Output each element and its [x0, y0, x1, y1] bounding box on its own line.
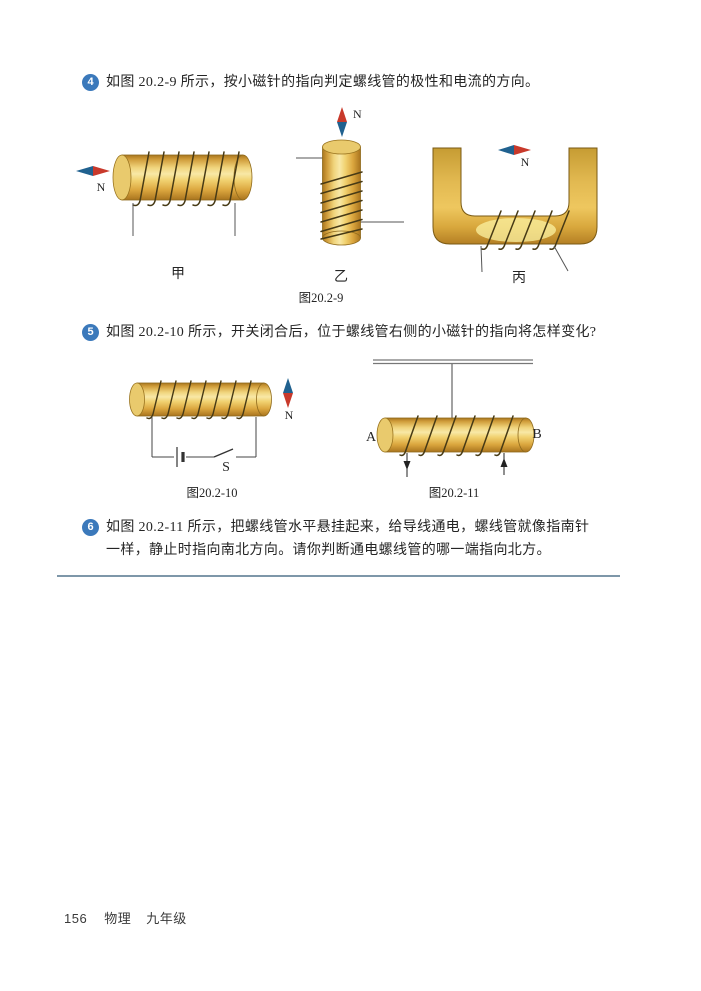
question-6: 6 如图 20.2-11 所示，把螺线管水平悬挂起来，给导线通电，螺线管就像指南… [82, 517, 602, 562]
switch-blade [213, 448, 234, 458]
question-6-number-badge: 6 [82, 519, 99, 536]
compass-needle-icon [498, 145, 531, 155]
lead-wires [132, 203, 236, 236]
coil-turns [320, 171, 363, 240]
compass-needle-icon [283, 378, 293, 408]
question-4-text: 如图 20.2-9 所示，按小磁针的指向判定螺线管的极性和电流的方向。 [106, 75, 540, 90]
footer-subject: 物理 [104, 911, 132, 926]
switch-label: S [222, 460, 230, 475]
needle-n-label: N [97, 180, 106, 194]
lead-wires [480, 245, 569, 273]
sub-label-jia: 甲 [171, 267, 185, 282]
coil-turns [399, 415, 514, 457]
figure-20-2-9: N 甲 N [76, 107, 598, 305]
u-core [432, 147, 598, 245]
end-label-a: A [366, 430, 377, 445]
lead-wires [296, 157, 404, 223]
circuit-wires [151, 417, 257, 458]
sub-label-bing: 丙 [512, 271, 526, 286]
figure-20-2-11-caption: 图20.2-11 [429, 486, 480, 500]
compass-needle-icon [337, 107, 347, 137]
coil-turns [132, 151, 240, 207]
question-5-text: 如图 20.2-10 所示，开关闭合后，位于螺线管右侧的小磁针的指向将怎样变化? [106, 325, 597, 340]
fig-20-2-11: A B 图20.2-11 [366, 359, 542, 500]
question-5-number-badge: 5 [82, 324, 99, 341]
current-arrow-up [500, 453, 508, 475]
figure-20-2-9-caption: 图20.2-9 [299, 291, 344, 305]
current-arrow-down [403, 453, 411, 477]
page-footer: 156 物理 九年级 [64, 908, 187, 927]
coil-turns [146, 380, 252, 420]
solenoid-bing: N 丙 [432, 145, 598, 286]
fig-20-2-10: S N 图20.2-10 [129, 378, 294, 500]
solenoid-yi: N 乙 [296, 107, 404, 285]
figure-20-2-10-caption: 图20.2-10 [186, 486, 237, 500]
needle-n-label: N [521, 155, 530, 169]
battery-icon [176, 447, 185, 467]
ceiling-bar [373, 359, 533, 365]
coil-turns [481, 210, 570, 250]
question-6-text: 如图 20.2-11 所示，把螺线管水平悬挂起来，给导线通电，螺线管就像指南针一… [106, 520, 590, 558]
sub-label-yi: 乙 [334, 269, 348, 285]
needle-n-label: N [285, 408, 294, 422]
question-4: 4 如图 20.2-9 所示，按小磁针的指向判定螺线管的极性和电流的方向。 [82, 72, 642, 95]
question-5: 5 如图 20.2-10 所示，开关闭合后，位于螺线管右侧的小磁针的指向将怎样变… [82, 322, 662, 345]
section-divider [57, 575, 620, 577]
needle-n-label: N [353, 107, 362, 121]
end-label-b: B [532, 427, 541, 442]
question-4-number-badge: 4 [82, 74, 99, 91]
figures-20-2-10-11: S N 图20.2-10 [129, 359, 542, 500]
solenoid-jia: N 甲 [76, 151, 253, 282]
compass-needle-icon [76, 166, 110, 176]
footer-grade: 九年级 [146, 911, 187, 926]
page-number: 156 [64, 911, 88, 926]
